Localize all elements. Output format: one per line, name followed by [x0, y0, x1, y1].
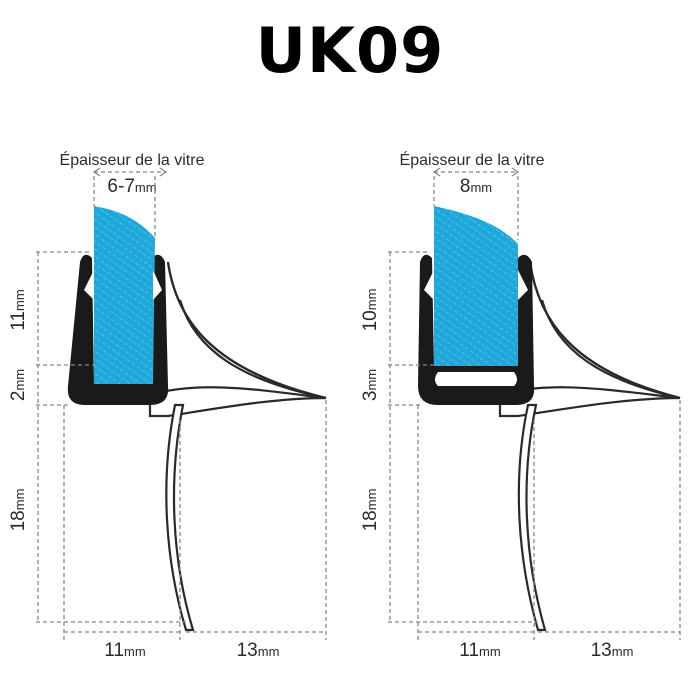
- seal-channel-left: [67, 254, 169, 405]
- dim-base-left: 11mm: [104, 640, 145, 661]
- seal-fin-right: [517, 403, 547, 632]
- dim-fin-right: 18mm: [360, 489, 381, 532]
- dim-lower-right: 3mm: [360, 369, 381, 401]
- glass-panel-left: [94, 206, 155, 384]
- grip-tooth: [518, 270, 528, 300]
- seal-lip-inner-right: [540, 299, 681, 400]
- glass-thickness-value-left: 6-7mm: [107, 176, 156, 197]
- seal-lip-left: [166, 261, 327, 400]
- grip-tooth: [84, 270, 94, 300]
- dim-flap-right: 13mm: [591, 640, 634, 661]
- grip-tooth: [424, 270, 434, 300]
- dim-upper-left: 11mm: [8, 289, 29, 330]
- glass-thickness-label-right: Épaisseur de la vitre: [400, 150, 545, 169]
- arrowheads-right: [432, 167, 520, 177]
- profile-left: Épaisseur de la vitre 6-7mm 1: [8, 150, 327, 661]
- seal-lip-right: [528, 261, 681, 400]
- diagram-title: UK09: [255, 14, 445, 87]
- dim-flap-left: 13mm: [237, 640, 280, 661]
- glass-thickness-label-left: Épaisseur de la vitre: [60, 150, 205, 169]
- glass-thickness-value-right: 8mm: [460, 176, 492, 197]
- dim-lower-left: 2mm: [8, 369, 29, 401]
- seal-chamber-right: [435, 372, 517, 386]
- dim-base-right: 11mm: [459, 640, 500, 661]
- glass-panel-right: [434, 206, 518, 366]
- dim-upper-right: 10mm: [360, 289, 381, 332]
- dim-fin-left: 18mm: [8, 489, 29, 532]
- profile-right: Épaisseur de la vitre 8mm 10mm 3m: [360, 150, 681, 661]
- grip-tooth: [153, 270, 162, 300]
- seal-channel-right: [418, 254, 535, 405]
- seal-lip-inner-left: [178, 299, 327, 400]
- arrowheads-left: [92, 167, 168, 177]
- seal-fin-left: [165, 403, 195, 632]
